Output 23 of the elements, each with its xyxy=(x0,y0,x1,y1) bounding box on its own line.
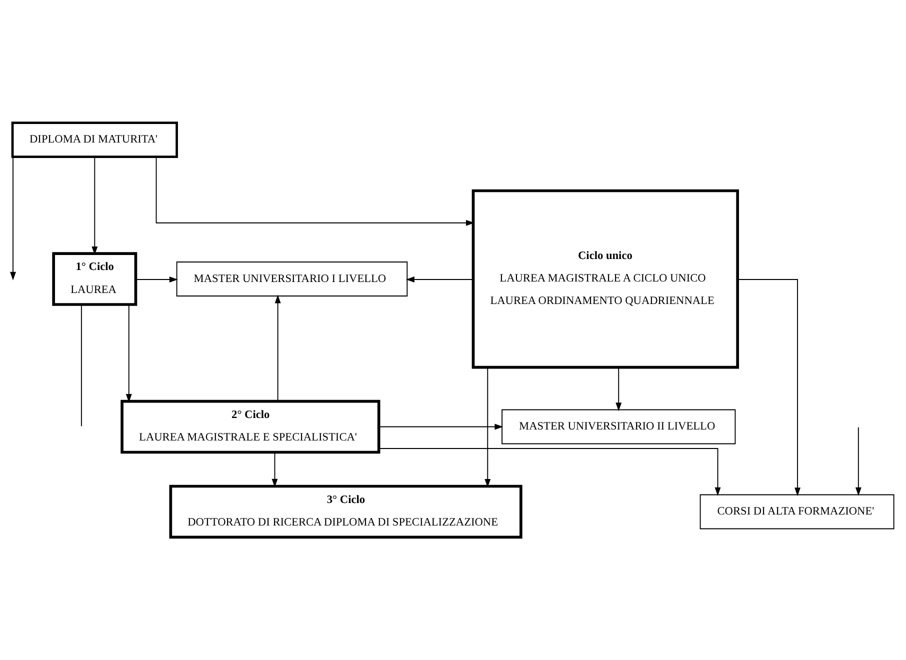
arrow xyxy=(135,276,178,282)
arrow xyxy=(378,448,721,496)
arrow xyxy=(272,452,278,488)
node-box: MASTER UNIVERSITARIO I LIVELLO xyxy=(176,262,408,296)
arrow xyxy=(855,426,862,496)
connector xyxy=(80,304,82,427)
arrow xyxy=(616,367,622,412)
node-box: 3° Ciclo DOTTORATO DI RICERCA DIPLOMA DI SPECIALIZZAZIONE xyxy=(169,484,522,539)
arrow xyxy=(378,424,504,430)
arrow xyxy=(156,156,474,226)
arrow xyxy=(92,156,98,255)
node-box: DIPLOMA DI MATURITA' xyxy=(11,122,178,158)
arrow xyxy=(10,156,16,280)
node-box: 2° Ciclo LAUREA MAGISTRALE E SPECIALISTICA' xyxy=(120,400,380,454)
arrow xyxy=(737,279,800,496)
node-box: CORSI DI ALTA FORMAZIONE' xyxy=(700,494,894,530)
arrow xyxy=(484,366,491,488)
arrow xyxy=(274,294,281,402)
node-box: MASTER UNIVERSITARIO II LIVELLO xyxy=(502,409,736,444)
node-box: Ciclo unico LAUREA MAGISTRALE A CICLO UNICO LAUREA ORDINAMENTO QUADRIENNALE xyxy=(472,189,739,369)
arrow xyxy=(126,304,132,403)
node-box: 1° Ciclo LAUREA xyxy=(52,252,138,306)
arrow xyxy=(406,276,474,282)
